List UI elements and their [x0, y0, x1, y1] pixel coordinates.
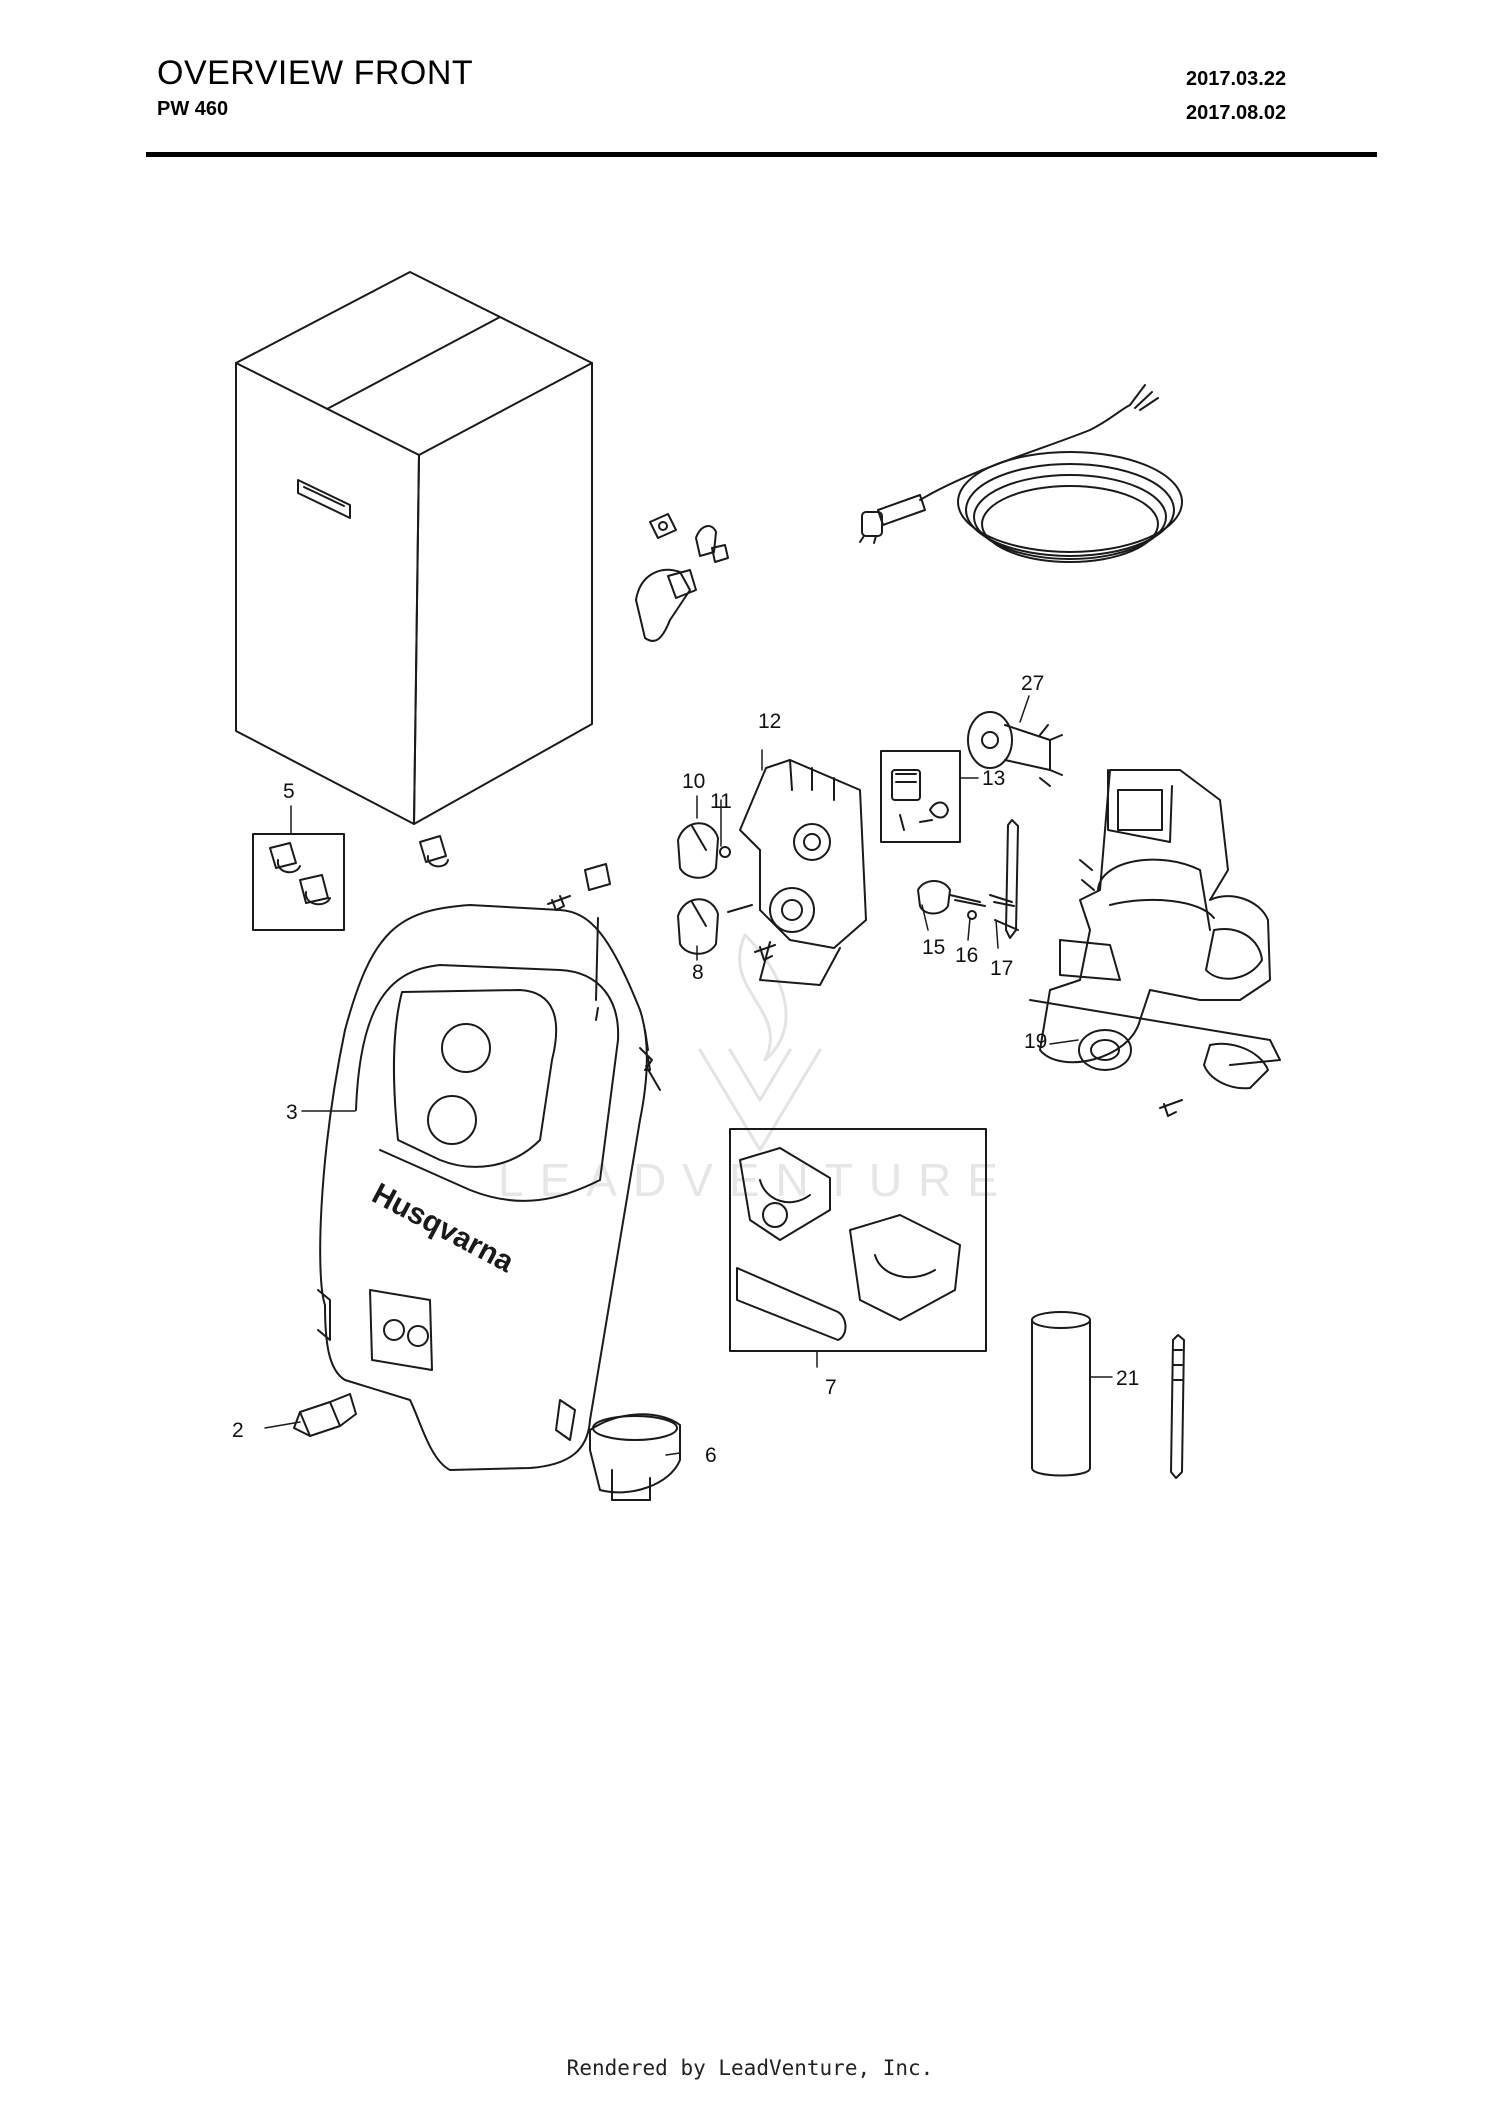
callout-labels: 2 3 5 6 7 8 10 11 12 13 15 16 17 19 21 2…: [232, 672, 1139, 1467]
callout-13: 13: [982, 767, 1005, 790]
switch-icon: [880, 750, 961, 843]
callout-8: 8: [692, 961, 704, 984]
tube-icon: [1031, 1311, 1091, 1477]
callout-10: 10: [682, 770, 705, 793]
callout-17: 17: [990, 957, 1013, 980]
inlet-coupling-icon: [293, 1393, 357, 1437]
callout-15: 15: [922, 936, 945, 959]
watermark-text: LEADVENTURE: [498, 1154, 1014, 1206]
header-divider: [146, 152, 1377, 157]
callout-16: 16: [955, 944, 978, 967]
footer-credit: Rendered by LeadVenture, Inc.: [566, 2056, 934, 2080]
callout-27: 27: [1021, 672, 1044, 695]
page-title: OVERVIEW FRONT: [157, 54, 474, 92]
callout-11: 11: [710, 790, 732, 813]
cable-tie-icon: [1005, 819, 1185, 1479]
brand-logo: Husqvarna: [367, 1177, 520, 1279]
clip-kit-icon: [252, 833, 449, 931]
callout-5: 5: [283, 780, 295, 803]
callout-7: 7: [825, 1376, 837, 1399]
screw-icon: [547, 863, 1183, 1117]
watermark-logo: [698, 933, 822, 1152]
date-created: 2017.03.22: [1186, 68, 1287, 90]
power-cord-icon: [859, 384, 1183, 563]
leader-lines: [264, 695, 1113, 1456]
callout-21: 21: [1116, 1367, 1139, 1390]
date-revised: 2017.08.02: [1186, 102, 1287, 124]
pressure-switch-icon: [917, 880, 1019, 931]
knob-icon: [677, 822, 753, 955]
callout-6: 6: [705, 1444, 717, 1467]
callout-12: 12: [758, 710, 781, 733]
motor-fan-icon: [967, 711, 1063, 787]
box-icon: [235, 271, 593, 825]
nozzle-holder-kit-icon: [729, 1128, 987, 1352]
motor-assembly-icon: [1029, 769, 1281, 1090]
callout-19: 19: [1024, 1030, 1047, 1053]
model-number: PW 460: [157, 98, 229, 120]
control-bracket-icon: [739, 759, 867, 986]
hose-holder-icon: [589, 1413, 681, 1501]
callout-3: 3: [286, 1101, 298, 1124]
callout-2: 2: [232, 1419, 244, 1442]
wall-bracket-icon: [635, 513, 729, 642]
